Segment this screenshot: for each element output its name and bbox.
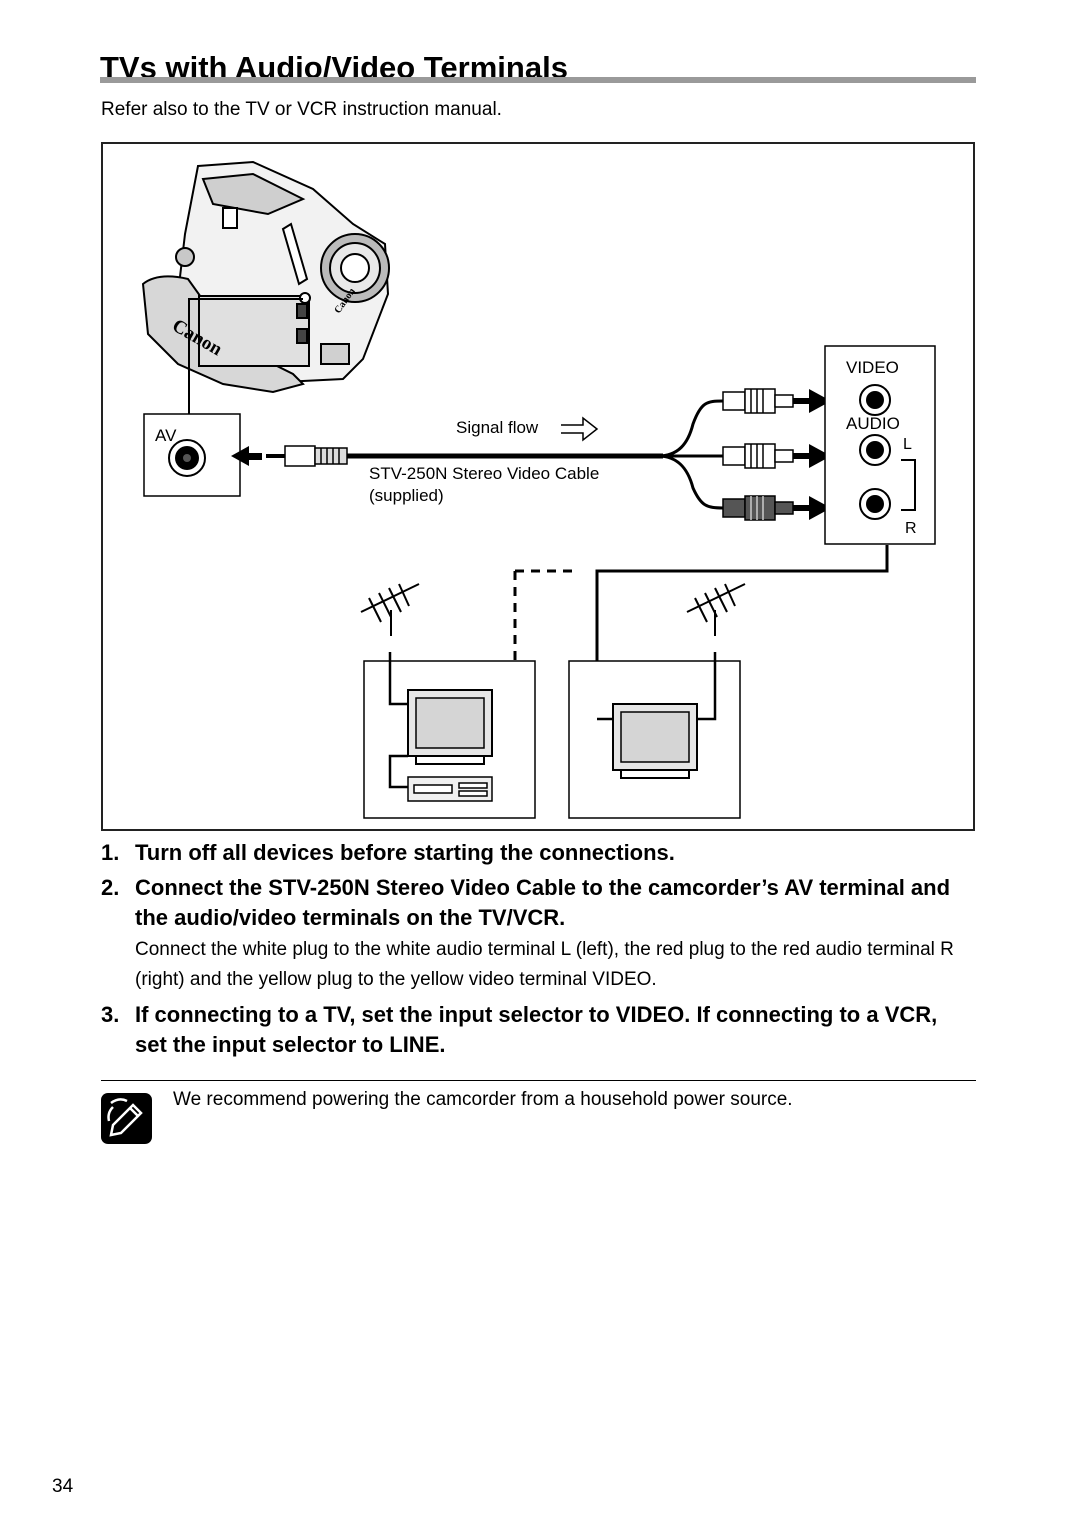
- antenna-icon: [686, 583, 746, 636]
- antenna-icon: [360, 583, 420, 636]
- cable-supplied-label: (supplied): [369, 486, 444, 505]
- red-audio-plug: [722, 495, 794, 521]
- audio-right-label: R: [905, 520, 917, 537]
- camcorder-illustration: [141, 160, 390, 394]
- yellow-video-plug: [722, 388, 794, 414]
- tv-monitor-icon: [407, 689, 493, 765]
- signal-arrow-to-av: [231, 446, 249, 466]
- page-number: 34: [52, 1476, 74, 1497]
- note-divider: [101, 1080, 976, 1081]
- tv-connection-line: [595, 545, 889, 719]
- step-text: If connecting to a TV, set the input sel…: [135, 1002, 938, 1057]
- tv-audio-l-jack-icon: [859, 434, 891, 466]
- pencil-note-icon: [101, 1093, 152, 1144]
- signal-flow-arrow-icon: [561, 416, 599, 442]
- tv-video-jack-icon: [859, 384, 891, 416]
- step-number: 3.: [101, 1002, 120, 1027]
- cable-name-label: STV-250N Stereo Video Cable: [369, 464, 600, 483]
- av-terminal-label: AV: [155, 426, 177, 445]
- note-text: We recommend powering the camcorder from…: [173, 1089, 793, 1110]
- signal-arrows-to-tv: [793, 389, 831, 520]
- white-audio-plug: [722, 443, 794, 469]
- step-number: 1.: [101, 840, 120, 865]
- step-text: Connect the STV-250N Stereo Video Cable …: [135, 875, 951, 930]
- av-mini-plug: [266, 445, 348, 467]
- vcr-icon: [407, 776, 493, 802]
- step-2: 2. Connect the STV-250N Stereo Video Cab…: [101, 873, 971, 933]
- step-2-detail: Connect the white plug to the white audi…: [135, 939, 954, 990]
- step-text: Turn off all devices before starting the…: [135, 840, 675, 865]
- video-terminal-label: VIDEO: [846, 358, 899, 377]
- signal-flow-label: Signal flow: [456, 418, 539, 437]
- page-subtitle: Refer also to the TV or VCR instruction …: [101, 99, 502, 120]
- title-underline: [100, 77, 976, 83]
- diagram-drawing: Canon Canon: [141, 160, 936, 819]
- audio-terminal-label: AUDIO: [846, 414, 900, 433]
- step-3: 3. If connecting to a TV, set the input …: [101, 1000, 971, 1060]
- tv-monitor-icon: [612, 703, 698, 779]
- step-number: 2.: [101, 875, 120, 900]
- audio-bracket: [901, 459, 916, 511]
- tv-audio-r-jack-icon: [859, 488, 891, 520]
- audio-left-label: L: [903, 436, 912, 453]
- connection-diagram: Canon Canon: [101, 142, 975, 831]
- av-callout-line: [188, 298, 303, 414]
